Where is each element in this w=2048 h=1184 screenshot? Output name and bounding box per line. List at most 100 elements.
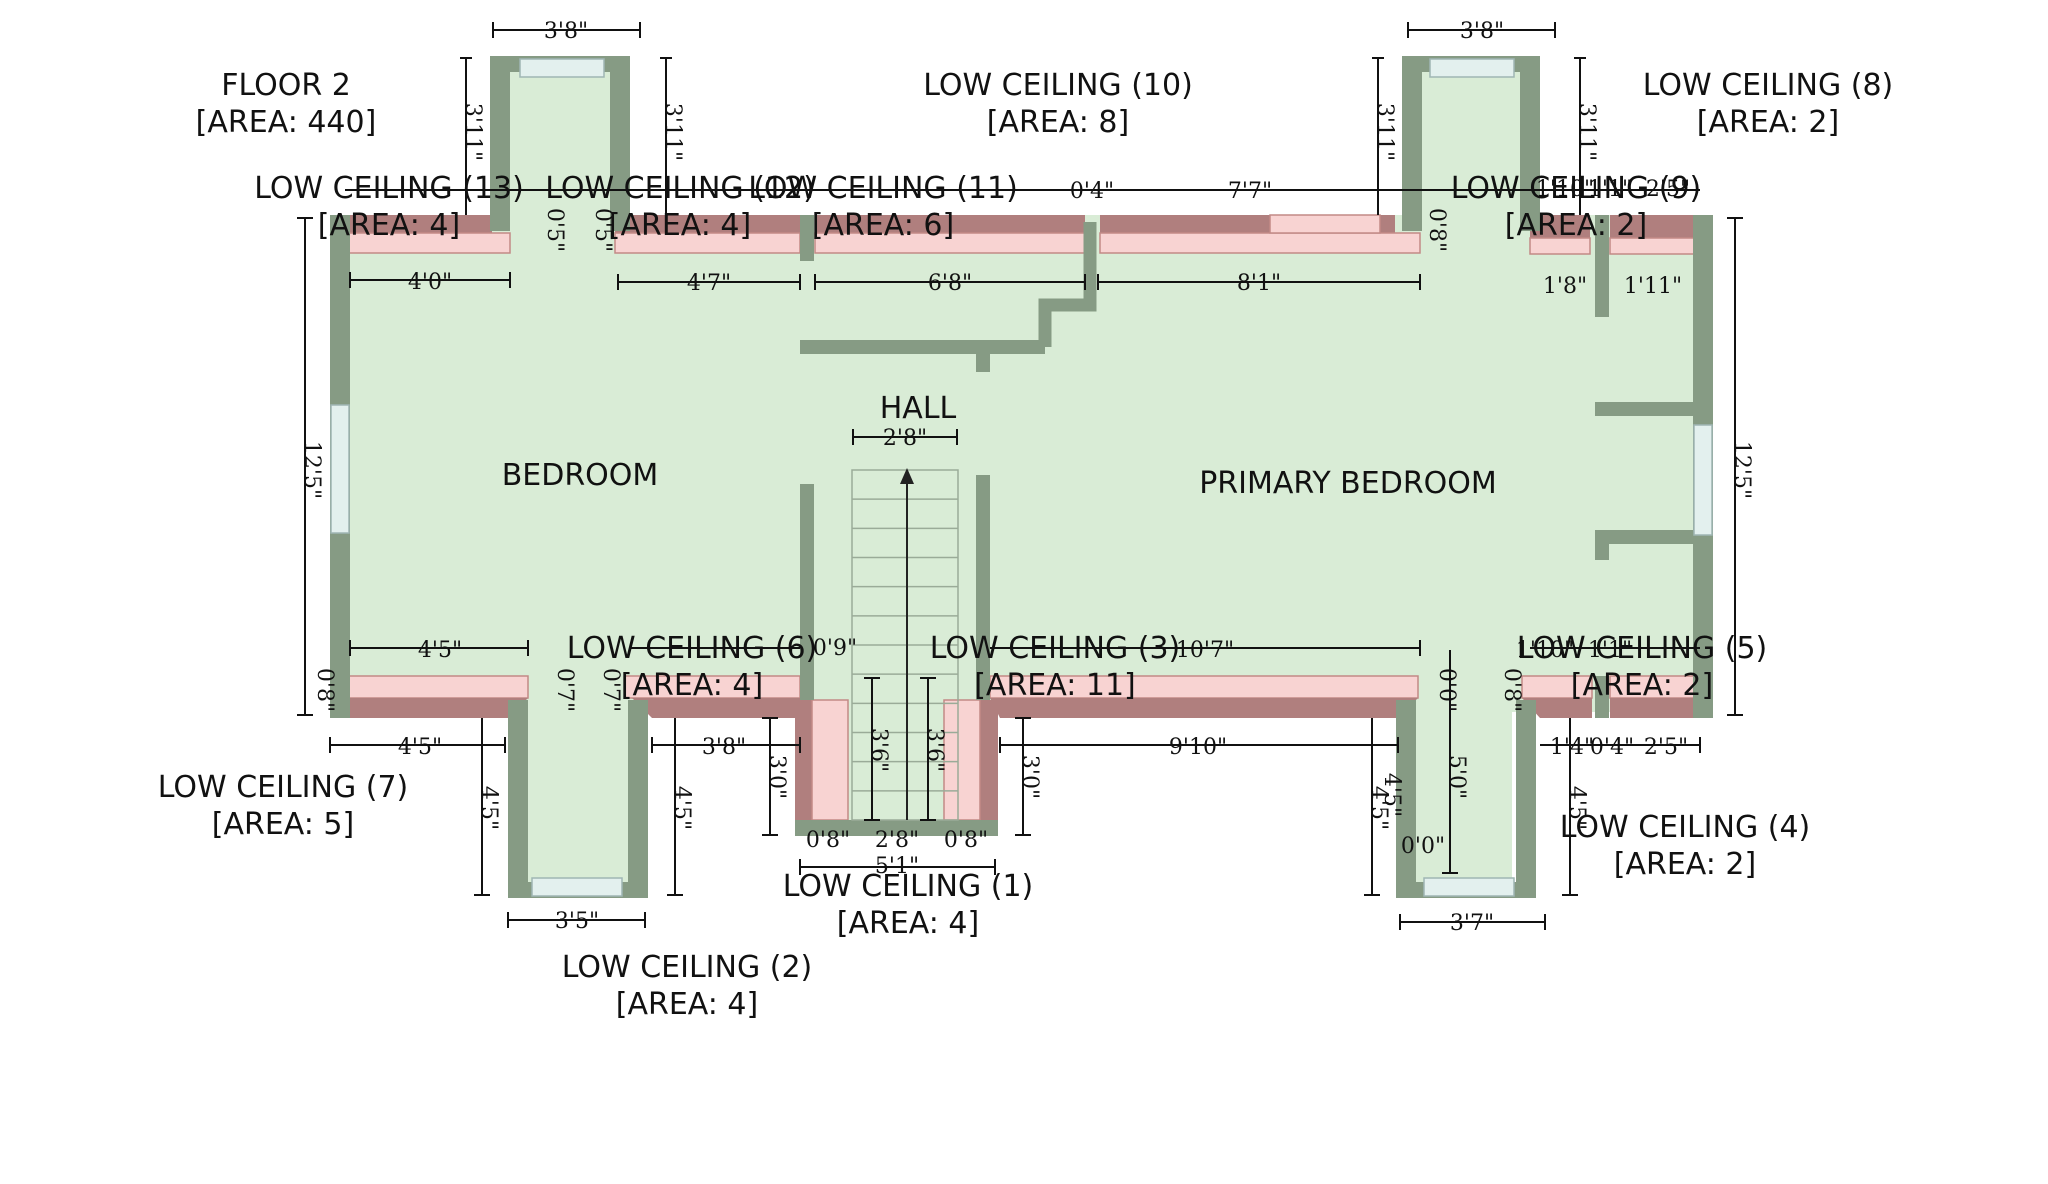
room-primary-bedroom: PRIMARY BEDROOM — [1199, 466, 1497, 501]
low-ceiling-1-slope-right — [980, 700, 998, 835]
wall-closet-lower-left — [1595, 530, 1609, 560]
lc10-area: [AREA: 8] — [987, 105, 1129, 140]
dim-stair-3-0-left: 3'0" — [764, 755, 789, 799]
dim-dormer-br-depth-r: 4'5" — [1564, 786, 1589, 830]
room-bedroom: BEDROOM — [502, 458, 659, 493]
dim-stair-bottom-0-8a: 0'8" — [806, 828, 850, 853]
dimension-lines — [297, 22, 1743, 930]
wall-hall-step — [1038, 222, 1097, 347]
wall-closet-lower-top — [1595, 530, 1700, 544]
floor-areas — [330, 56, 1700, 890]
dim-right-height: 12'5" — [1729, 441, 1754, 499]
dim-left-height: 12'5" — [299, 441, 324, 499]
wall-dormer-tr-left — [1402, 56, 1422, 231]
low-ceiling-10-strip — [1099, 232, 1421, 254]
lc3-area: [AREA: 11] — [974, 668, 1136, 703]
dim-top-1-10: 1'10" — [1536, 177, 1594, 202]
window-top-left — [519, 58, 605, 78]
dim-top-1-1: 1'1" — [1588, 177, 1632, 202]
dim-top-6-8: 6'8" — [928, 271, 972, 296]
lc1-name: LOW CEILING (1) — [783, 869, 1034, 904]
low-ceiling-7-slope — [330, 698, 528, 718]
dim-top-2-5: 2'5" — [1646, 177, 1690, 202]
dim-top-4-7: 4'7" — [687, 271, 731, 296]
wall-hall-right-top — [976, 352, 990, 372]
stair-arrow-icon — [900, 468, 914, 484]
wall-dormer-br-right — [1516, 700, 1536, 898]
low-ceiling-3-slope — [990, 698, 1418, 718]
lc9-area: [AREA: 2] — [1505, 208, 1647, 243]
dim-hall-width: 2'8" — [883, 426, 927, 451]
low-ceiling-1-strip-left — [811, 699, 849, 821]
dim-top-dormer-left-depth-r: 3'11" — [660, 103, 685, 161]
low-ceiling-7-strip — [347, 675, 529, 699]
lc11-name: LOW CEILING (11) — [748, 171, 1018, 206]
lc12-area: [AREA: 4] — [609, 208, 751, 243]
dormer-top-left-floor — [506, 56, 610, 226]
stair-treads — [852, 498, 958, 792]
dim-top-dormer-left-depth-l: 3'11" — [460, 103, 485, 161]
dim-bottom-0-7b: 0'7" — [598, 668, 623, 712]
dim-top-4-0: 4'0" — [408, 270, 452, 295]
wall-hall-stub-top — [800, 215, 814, 261]
dim-stair-bottom-0-8b: 0'8" — [944, 828, 988, 853]
dim-bottom-0-8b: 0'8" — [1499, 668, 1524, 712]
dim-bottom-9-10: 9'10" — [1169, 735, 1227, 760]
dim-top-small-0-8: 0'8" — [1424, 208, 1449, 252]
dim-top-small-0-5b: 0'5" — [590, 208, 615, 252]
dim-top-7-7: 7'7" — [1228, 179, 1272, 204]
wall-hall-top — [800, 340, 1045, 354]
dim-stair-bottom-5-1: 5'1" — [875, 854, 919, 879]
lc7-area: [AREA: 5] — [212, 807, 354, 842]
lc11-area: [AREA: 6] — [812, 208, 954, 243]
wall-dormer-tr-right — [1520, 56, 1540, 231]
dim-top-1-8: 1'8" — [1543, 274, 1587, 299]
room-hall: HALL — [880, 391, 957, 426]
floor-name: FLOOR 2 — [221, 68, 351, 103]
wall-dormer-tl-right — [610, 56, 630, 231]
dim-top-dormer-right-width: 3'8" — [1460, 19, 1504, 44]
dim-top-0-4: 0'4" — [1070, 179, 1114, 204]
dim-stair-3-6-right: 3'6" — [922, 728, 947, 772]
low-ceiling-4-slope — [1610, 698, 1695, 718]
dim-top-dormer-left-width: 3'8" — [544, 19, 588, 44]
wall-hall-right — [976, 475, 990, 700]
lc4-area: [AREA: 2] — [1614, 847, 1756, 882]
wall-dormer-br-left — [1396, 700, 1416, 898]
dim-top-1-11: 1'11" — [1624, 274, 1682, 299]
dim-stair-3-6-left: 3'6" — [866, 728, 891, 772]
dim-top-dormer-right-depth-r: 3'11" — [1574, 103, 1599, 161]
dim-bottom-0-7a: 0'7" — [552, 668, 577, 712]
low-ceiling-1-strip-right — [943, 699, 981, 821]
low-ceiling-1-slope-left — [795, 700, 812, 835]
stairs — [851, 468, 959, 821]
low-ceiling-6-slope — [632, 698, 800, 718]
lc8-name: LOW CEILING (8) — [1643, 68, 1894, 103]
lc6-area: [AREA: 4] — [621, 668, 763, 703]
wall-dormer-bl-left — [508, 700, 528, 898]
lc4-name: LOW CEILING (4) — [1560, 810, 1811, 845]
windows — [330, 58, 1713, 897]
dim-bottom-1-10: 1'10" — [1516, 638, 1574, 663]
floor-area: [AREA: 440] — [196, 105, 377, 140]
dormer-top-right-floor — [1417, 56, 1521, 226]
lc2-name: LOW CEILING (2) — [562, 950, 813, 985]
wall-closet-upper-bottom — [1595, 402, 1700, 416]
window-bottom-left — [531, 877, 623, 897]
dim-dormer-br-0-0: 0'0" — [1401, 834, 1445, 859]
dim-bottom-1-1: 1'1" — [1588, 638, 1632, 663]
lc5-area: [AREA: 2] — [1571, 668, 1713, 703]
window-bottom-right — [1423, 877, 1515, 897]
dim-bottom-3-8: 3'8" — [702, 735, 746, 760]
wall-closet-upper-left — [1595, 215, 1609, 317]
low-ceiling-10-light — [1269, 214, 1381, 234]
dim-dormer-br-mid: 5'0" — [1444, 755, 1469, 799]
window-right — [1693, 424, 1713, 536]
area-labels: FLOOR 2 [AREA: 440] BEDROOM HALL PRIMARY… — [158, 68, 1894, 1022]
low-ceiling-9-strip — [1529, 237, 1591, 255]
dim-stair-3-0-right: 3'0" — [1017, 755, 1042, 799]
dim-bottom-0-0: 0'0" — [1434, 668, 1459, 712]
dim-dormer-br-depth-l: 4'5" — [1366, 786, 1391, 830]
low-ceiling-5-slope — [1522, 698, 1592, 718]
